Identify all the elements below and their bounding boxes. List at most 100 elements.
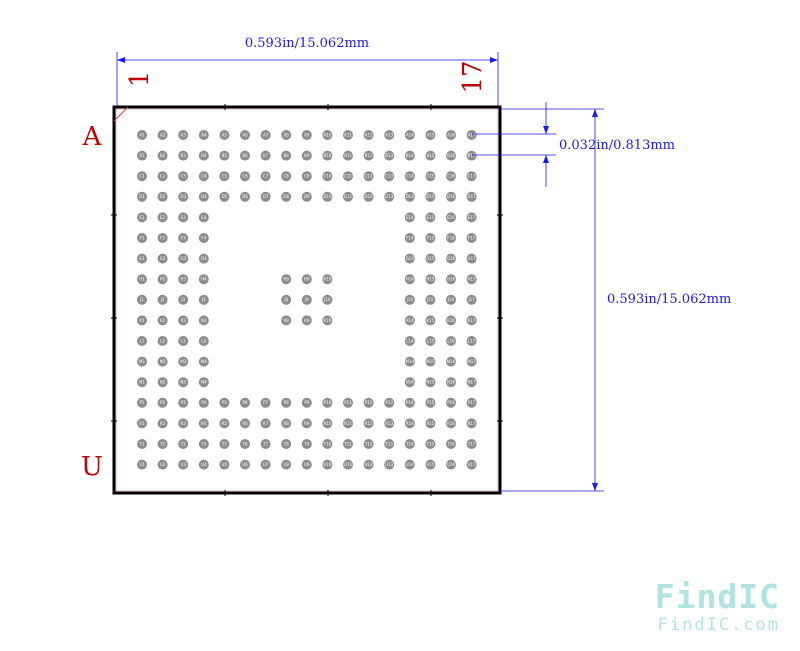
- ball-U15: [425, 459, 436, 470]
- ball-label-J4: J4: [201, 297, 206, 302]
- ball-C8: [281, 171, 292, 182]
- ball-label-A10: A10: [323, 132, 331, 137]
- ball-label-N3: N3: [180, 380, 186, 385]
- ball-H16: [446, 274, 456, 285]
- ball-label-H3: H3: [180, 277, 186, 282]
- width-dimension: [116, 52, 499, 106]
- ball-label-M16: M16: [447, 359, 456, 364]
- ball-P6: [240, 397, 250, 408]
- ball-A13: [384, 130, 395, 140]
- ball-label-T16: T16: [446, 441, 455, 446]
- ball-P14: [404, 397, 415, 408]
- ball-L16: [446, 336, 456, 346]
- ball-label-E17: E17: [468, 215, 476, 220]
- ball-label-R7: R7: [263, 421, 269, 426]
- ball-A10: [322, 130, 333, 140]
- ball-F14: [404, 233, 415, 243]
- ball-B5: [219, 150, 230, 161]
- ball-D6: [240, 191, 250, 202]
- ball-label-B4: B4: [201, 153, 207, 158]
- ball-T3: [178, 439, 189, 449]
- ball-label-R9: R9: [304, 421, 310, 426]
- ball-E15: [425, 212, 436, 223]
- ball-J14: [404, 294, 415, 305]
- ball-label-B10: B10: [323, 153, 331, 158]
- ball-T12: [363, 439, 374, 449]
- ball-label-U16: U16: [447, 462, 455, 467]
- ball-label-N1: N1: [139, 380, 145, 385]
- pitch-dimension: [472, 102, 556, 187]
- ball-label-R16: R16: [447, 421, 455, 426]
- ball-label-A11: A11: [344, 132, 352, 137]
- ball-label-M14: M14: [406, 359, 415, 364]
- ball-R15: [425, 418, 436, 429]
- ball-B14: [404, 150, 415, 161]
- ball-label-U5: U5: [222, 462, 228, 467]
- ball-label-A1: A1: [139, 132, 145, 137]
- ball-label-R13: R13: [385, 421, 393, 426]
- ball-G2: [157, 253, 168, 264]
- ball-label-J14: J14: [406, 297, 414, 302]
- ball-label-L2: L2: [160, 338, 165, 343]
- ball-label-P4: P4: [201, 400, 206, 405]
- ball-label-B8: B8: [284, 153, 290, 158]
- ball-label-J16: J16: [447, 297, 455, 302]
- ball-label-B3: B3: [181, 153, 187, 158]
- ball-label-M4: M4: [201, 359, 207, 364]
- ball-label-U15: U15: [426, 462, 434, 467]
- ball-E3: [178, 212, 189, 223]
- ball-label-A4: A4: [201, 132, 207, 137]
- ball-label-J17: J17: [467, 297, 475, 302]
- ball-C3: [178, 171, 189, 182]
- ball-H8: [281, 274, 292, 285]
- ball-label-U7: U7: [263, 462, 269, 467]
- ball-label-A6: A6: [242, 132, 248, 137]
- ball-label-D12: D12: [365, 194, 374, 199]
- ball-label-K10: K10: [324, 318, 332, 323]
- ball-label-C5: C5: [222, 174, 228, 179]
- ball-D11: [343, 191, 353, 202]
- ball-E1: [137, 212, 147, 223]
- ball-label-L1: L1: [140, 338, 145, 343]
- ball-label-M17: M17: [467, 359, 476, 364]
- ball-label-J9: J9: [304, 297, 309, 302]
- ball-label-A13: A13: [385, 132, 393, 137]
- ball-H9: [301, 274, 312, 285]
- ball-P2: [157, 397, 168, 408]
- ball-label-J3: J3: [180, 297, 185, 302]
- ball-D5: [219, 191, 230, 202]
- ball-P13: [384, 397, 395, 408]
- ball-label-N16: N16: [447, 380, 456, 385]
- ball-label-D11: D11: [344, 194, 353, 199]
- ball-L14: [404, 336, 415, 346]
- ball-P16: [446, 397, 456, 408]
- ball-N17: [466, 377, 477, 388]
- ball-R2: [157, 418, 168, 429]
- ball-F4: [198, 233, 209, 243]
- ball-F15: [425, 233, 436, 243]
- ball-G3: [178, 253, 189, 264]
- ball-label-D3: D3: [180, 194, 186, 199]
- ball-B3: [178, 150, 189, 161]
- ball-label-P2: P2: [160, 400, 165, 405]
- ball-label-E1: E1: [139, 215, 145, 220]
- ball-K9: [301, 315, 312, 326]
- ball-B10: [322, 150, 333, 161]
- ball-label-H4: H4: [201, 277, 207, 282]
- ball-label-H2: H2: [160, 277, 166, 282]
- ball-U11: [343, 459, 353, 470]
- ball-label-C7: C7: [263, 174, 269, 179]
- ball-label-D17: D17: [468, 194, 477, 199]
- ball-P9: [301, 397, 312, 408]
- ball-C9: [301, 171, 312, 182]
- ball-label-F2: F2: [160, 235, 165, 240]
- ball-E17: [466, 212, 477, 223]
- ball-R8: [281, 418, 292, 429]
- ball-label-F16: F16: [447, 235, 455, 240]
- ball-label-N14: N14: [406, 380, 415, 385]
- ball-label-J15: J15: [426, 297, 434, 302]
- ball-C14: [404, 171, 415, 182]
- ball-T13: [384, 439, 395, 449]
- ball-label-D5: D5: [222, 194, 228, 199]
